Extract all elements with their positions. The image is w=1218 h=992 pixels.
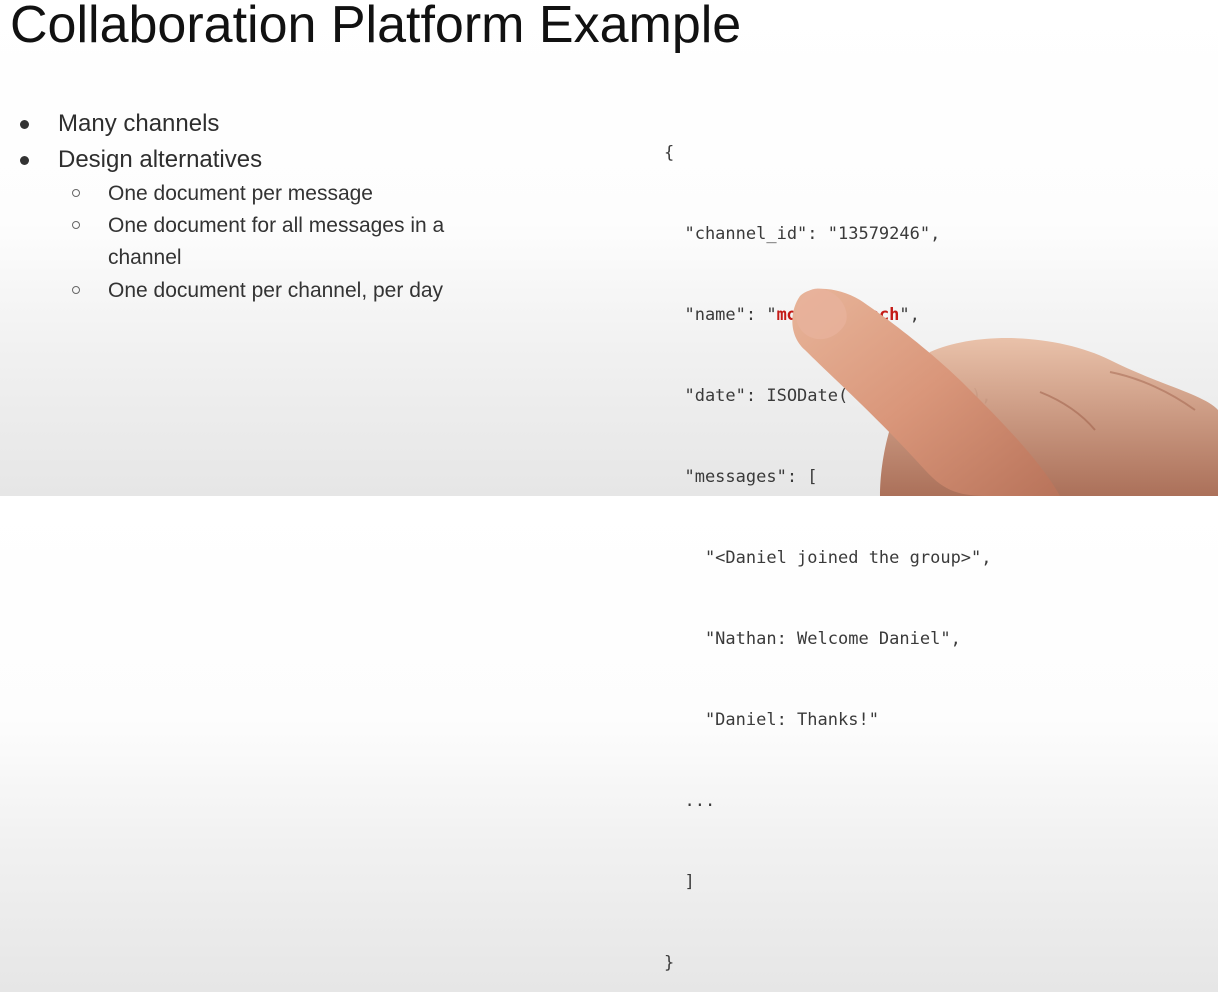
bullet-dot-icon (20, 156, 29, 165)
code-sample: { "channel_id": "13579246", "name": "mon… (664, 86, 992, 992)
code-line-messages-close: ] (664, 872, 695, 892)
sub-item-text-line1: One document for all messages in a (108, 214, 445, 237)
bullet-item-design-alternatives: Design alternatives (20, 146, 263, 174)
sub-item-text: One document per message (108, 182, 373, 205)
code-line-open-brace: { (664, 143, 675, 163)
code-line-date: "date": ISODate("2018-03-02"), (664, 383, 992, 410)
code-line-messages-open: "messages": [ (664, 467, 818, 487)
sub-item-text: One document per channel, per day (108, 279, 444, 302)
code-name-value: mongodb_tech (776, 305, 900, 325)
bullet-ring-icon (72, 189, 80, 197)
code-line-name: "name": "mongodb_tech", (664, 302, 992, 329)
code-date-suffix: "), (960, 386, 992, 406)
sub-item-all-messages: One document for all messages in a chann… (72, 210, 445, 274)
bullet-item-many-channels: Many channels (20, 110, 220, 138)
code-line-message-2: "Nathan: Welcome Daniel", (664, 629, 961, 649)
sub-item-per-day: One document per channel, per day (72, 275, 444, 307)
code-line-message-1: "<Daniel joined the group>", (664, 548, 992, 568)
bullet-list: Many channels Design alternatives One do… (0, 0, 640, 496)
code-date-value: 2018-03-02 (858, 386, 961, 406)
code-line-message-3: "Daniel: Thanks!" (664, 710, 879, 730)
code-line-channel-id: "channel_id": "13579246", (664, 224, 941, 244)
sub-item-text-line2: channel (108, 246, 182, 269)
code-date-prefix: "date": ISODate(" (664, 386, 859, 406)
code-line-ellipsis: ... (664, 791, 716, 811)
bullet-ring-icon (72, 221, 80, 229)
sub-item-per-message: One document per message (72, 178, 373, 210)
bullet-ring-icon (72, 286, 80, 294)
code-name-prefix: "name": " (664, 305, 777, 325)
code-line-close-brace: } (664, 953, 675, 973)
slide-title: Collaboration Platform Example (10, 0, 742, 54)
code-name-suffix: ", (899, 305, 920, 325)
bullet-text: Many channels (58, 110, 220, 137)
bullet-text: Design alternatives (58, 146, 263, 173)
bullet-dot-icon (20, 120, 29, 129)
